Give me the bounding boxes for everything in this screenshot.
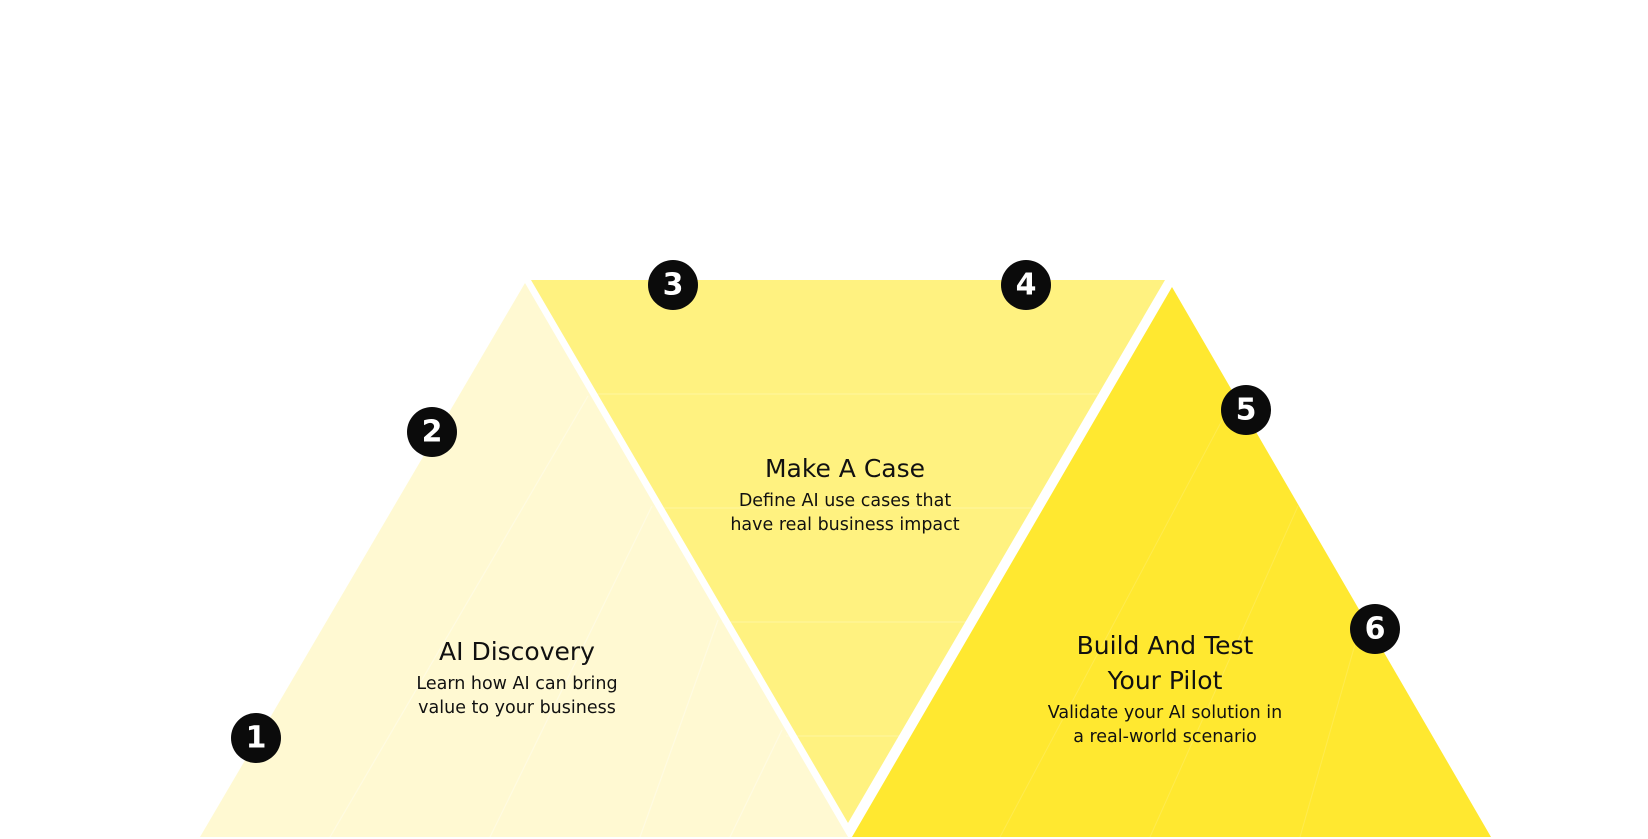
stage-ai-discovery-triangle	[200, 283, 848, 837]
stage-build-and-test-description-line-2: a real-world scenario	[1073, 727, 1257, 747]
step-badge-6-number: 6	[1365, 612, 1386, 647]
step-badge-5-circle	[1221, 385, 1271, 435]
step-badge-1-number: 1	[246, 721, 267, 756]
step-badge-4-circle	[1001, 260, 1051, 310]
step-badge-2-number: 2	[422, 415, 443, 450]
step-badge-1-circle	[231, 713, 281, 763]
stage-make-a-case-description-line-2: have real business impact	[730, 515, 959, 535]
stage-ai-discovery-description-line-2: value to your business	[418, 698, 616, 718]
step-badge-5-number: 5	[1236, 393, 1257, 428]
stage-make-a-case-description-line-1: Define AI use cases that	[739, 491, 952, 511]
stage-build-and-test-title-line-2: Your Pilot	[1107, 666, 1223, 695]
stage-make-a-case-title: Make A Case	[765, 454, 925, 483]
step-badge-3-circle	[648, 260, 698, 310]
stage-ai-discovery-title: AI Discovery	[439, 637, 595, 666]
stage-make-a-case-facets	[594, 393, 1098, 737]
step-badge-2: 2	[407, 407, 457, 457]
stage-make-a-case-triangle	[531, 280, 1165, 823]
step-badge-4: 4	[1001, 260, 1051, 310]
step-badge-6-circle	[1350, 604, 1400, 654]
step-badge-5: 5	[1221, 385, 1271, 435]
step-badge-1: 1	[231, 713, 281, 763]
step-badge-6: 6	[1350, 604, 1400, 654]
stage-build-and-test-triangle	[852, 287, 1491, 837]
step-badge-3-number: 3	[663, 268, 684, 303]
step-badge-2-circle	[407, 407, 457, 457]
stage-build-and-test-description-line-1: Validate your AI solution in	[1048, 703, 1283, 723]
stage-build-and-test-title-line-1: Build And Test	[1077, 631, 1254, 660]
step-badge-3: 3	[648, 260, 698, 310]
step-badge-4-number: 4	[1016, 268, 1037, 303]
stage-build-and-test-facets	[999, 395, 1363, 838]
stage-ai-discovery-facets	[329, 395, 783, 838]
stage-ai-discovery-description-line-1: Learn how AI can bring	[416, 674, 617, 694]
